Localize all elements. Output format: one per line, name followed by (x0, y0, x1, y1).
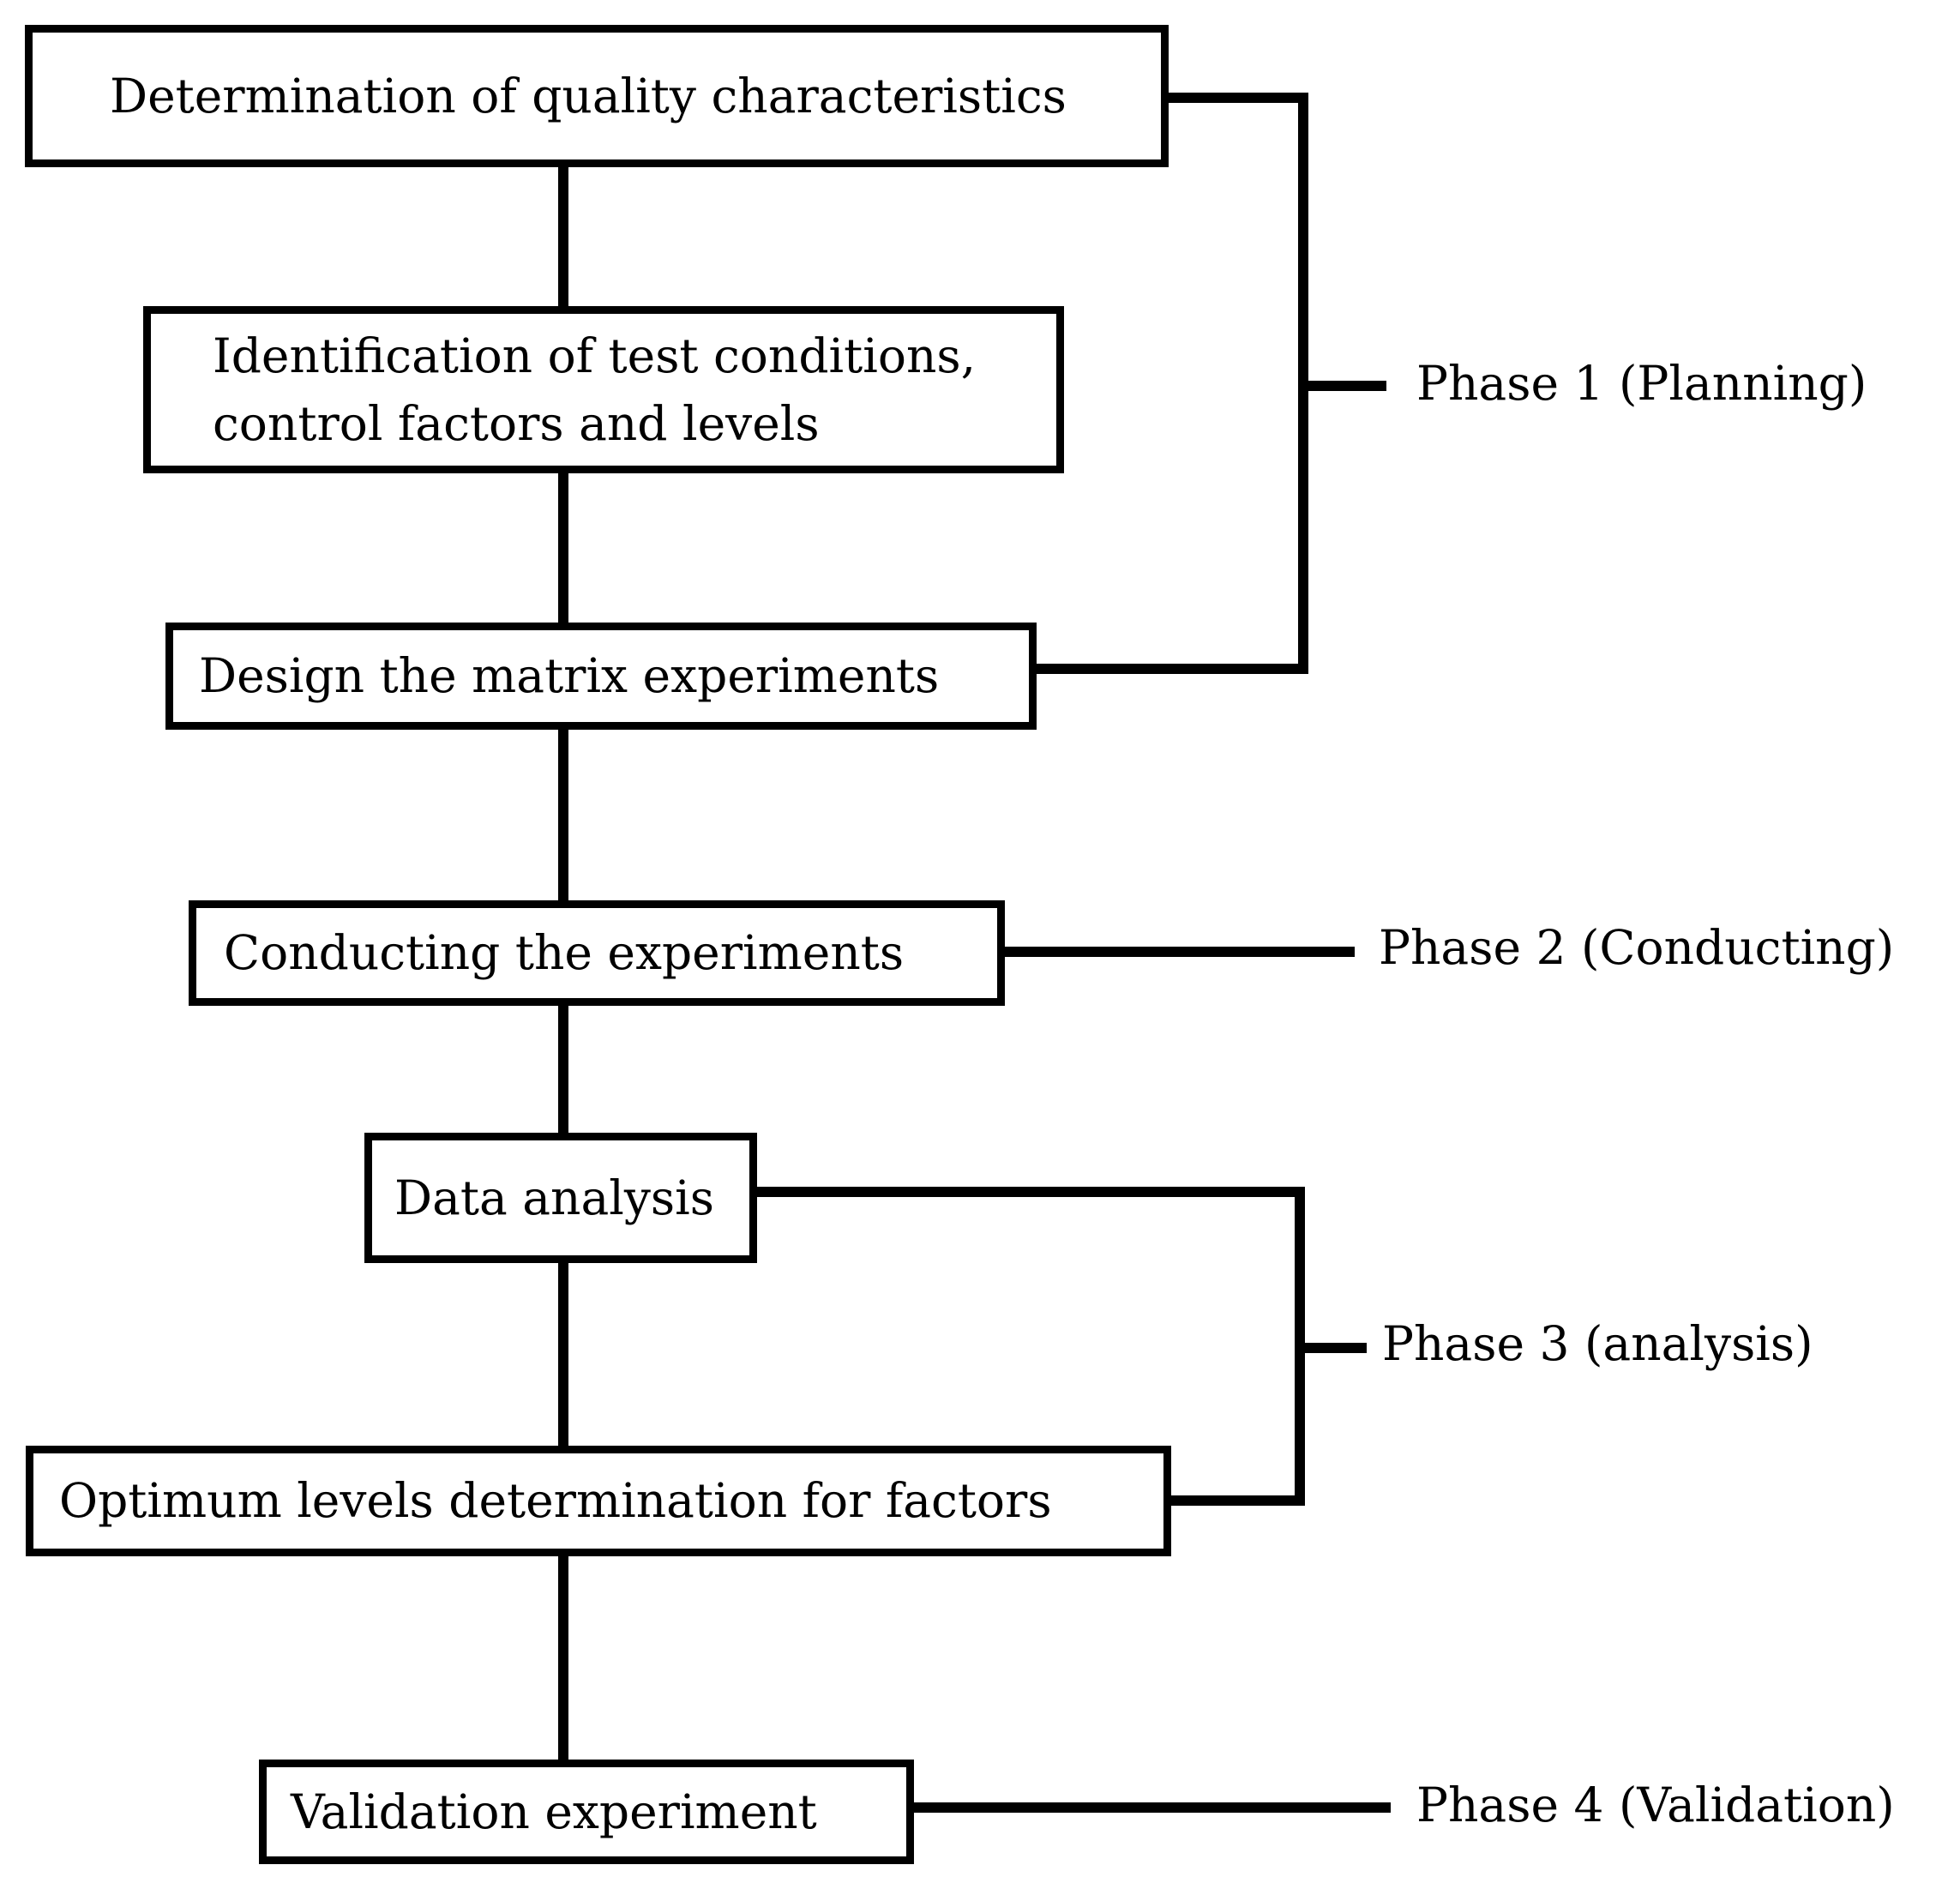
phase-label-conducting: Phase 2 (Conducting) (1379, 920, 1895, 975)
step-label: Data analysis (394, 1170, 714, 1225)
step-label: Determination of quality characteristics (110, 68, 1067, 123)
phase-label-validation: Phase 4 (Validation) (1416, 1778, 1895, 1832)
step-box-optimum-levels: Optimum levels determination for factors (26, 1446, 1171, 1556)
step-label: Design the matrix experiments (199, 648, 940, 704)
step-box-data-analysis: Data analysis (364, 1133, 757, 1263)
phase-label-analysis: Phase 3 (analysis) (1382, 1316, 1813, 1371)
step-box-test-conditions: Identification of test conditions, contr… (143, 306, 1064, 473)
step-box-validation-experiment: Validation experiment (259, 1760, 914, 1864)
step-label: Conducting the experiments (224, 925, 905, 981)
phase1-bracket (1033, 93, 1308, 674)
step-box-matrix-experiments: Design the matrix experiments (165, 623, 1037, 730)
step-label-line1: Identification of test conditions, (213, 328, 977, 384)
step-label: Validation experiment (291, 1784, 817, 1839)
step-box-conducting-experiments: Conducting the experiments (189, 900, 1005, 1006)
phase-label-planning: Phase 1 (Planning) (1416, 356, 1867, 411)
step-label: Optimum levels determination for factors (59, 1473, 1052, 1529)
step-label-line2: control factors and levels (213, 395, 820, 451)
step-box-quality-characteristics: Determination of quality characteristics (25, 25, 1169, 167)
